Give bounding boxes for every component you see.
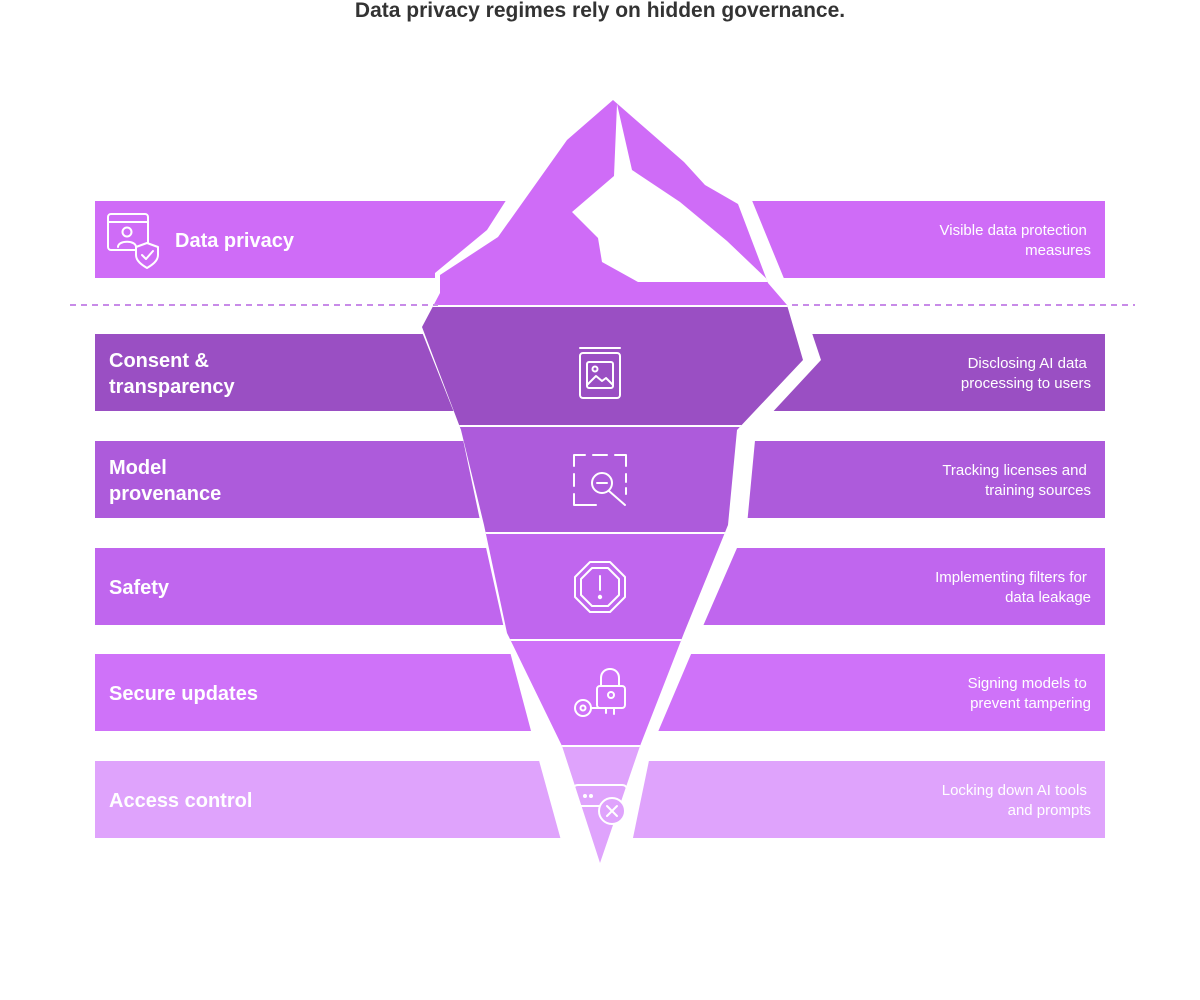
layer-descriptions: Visible data protection measures Disclos… <box>935 222 1091 819</box>
description-safety: Implementing filters for data leakage <box>935 569 1091 606</box>
label-data-privacy: Data privacy <box>175 230 295 252</box>
label-secure-updates: Secure updates <box>109 683 258 705</box>
label-access-control: Access control <box>109 790 252 812</box>
user-shield-icon <box>107 213 159 269</box>
diagram-title: Data privacy regimes rely on hidden gove… <box>355 0 845 22</box>
label-consent-transparency: Consent & transparency <box>109 350 235 398</box>
description-data-privacy: Visible data protection measures <box>940 222 1092 259</box>
description-model-provenance: Tracking licenses and training sources <box>942 462 1091 499</box>
password-denied-icon <box>572 784 628 825</box>
warning-octagon-icon <box>574 561 626 613</box>
description-secure-updates: Signing models to prevent tampering <box>968 675 1091 712</box>
description-consent-transparency: Disclosing AI data processing to users <box>961 355 1091 392</box>
layer-icons <box>107 213 628 825</box>
layer-labels: Data privacy Consent & transparency Mode… <box>109 230 295 812</box>
iceberg-snow-cap <box>572 104 770 282</box>
description-access-control: Locking down AI tools and prompts <box>942 782 1091 819</box>
label-safety: Safety <box>109 577 170 599</box>
label-model-provenance: Model provenance <box>109 457 221 505</box>
image-book-icon <box>579 347 621 399</box>
iceberg-layer-consent-transparency <box>422 306 803 426</box>
key-lock-icon <box>574 668 626 717</box>
magnify-scan-icon <box>573 454 627 506</box>
